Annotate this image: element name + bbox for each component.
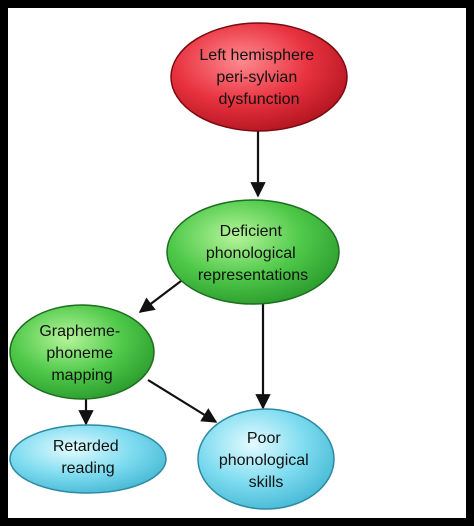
node-left-hemisphere: Left hemisphere peri-sylvian dysfunction	[170, 22, 348, 132]
node-retarded-line-2: reading	[61, 460, 114, 477]
svg-text:Grapheme- phoneme: Grapheme- phoneme mapping	[39, 323, 124, 384]
node-left-hemisphere-line-1: Left hemisphere	[199, 47, 314, 64]
node-deficient-line-2: phonological	[206, 245, 296, 262]
svg-text:Deficient phonological: Deficient phonological representations	[198, 223, 308, 284]
node-left-hemisphere-line-3: dysfunction	[219, 91, 300, 108]
node-poor-line-3: skills	[249, 474, 284, 491]
svg-text:Retarded reading: Retarded reading	[53, 438, 123, 477]
node-deficient-line-3: representations	[198, 267, 308, 284]
node-grapheme-line-3: mapping	[51, 367, 112, 384]
svg-text:Poor phonological: Poor phonological skills	[219, 430, 313, 491]
node-grapheme-line-2: phoneme	[46, 345, 113, 362]
node-left-hemisphere-line-2: peri-sylvian	[216, 69, 297, 86]
node-grapheme-line-1: Grapheme-	[39, 323, 120, 340]
arrow-grapheme-to-poor	[147, 379, 218, 423]
node-poor-line-2: phonological	[219, 452, 309, 469]
node-poor-line-1: Poor	[247, 430, 281, 447]
arrow-deficient-to-grapheme	[138, 277, 186, 313]
node-retarded-line-1: Retarded	[53, 438, 119, 455]
node-grapheme-phoneme: Grapheme- phoneme mapping	[9, 304, 155, 400]
node-retarded-reading: Retarded reading	[9, 424, 167, 494]
node-poor-phonological: Poor phonological skills	[197, 408, 335, 510]
svg-text:Left hemisphere peri-syl: Left hemisphere peri-sylvian dysfunction	[199, 47, 318, 108]
node-deficient-phonological: Deficient phonological representations	[166, 199, 340, 305]
node-deficient-line-1: Deficient	[220, 223, 283, 240]
